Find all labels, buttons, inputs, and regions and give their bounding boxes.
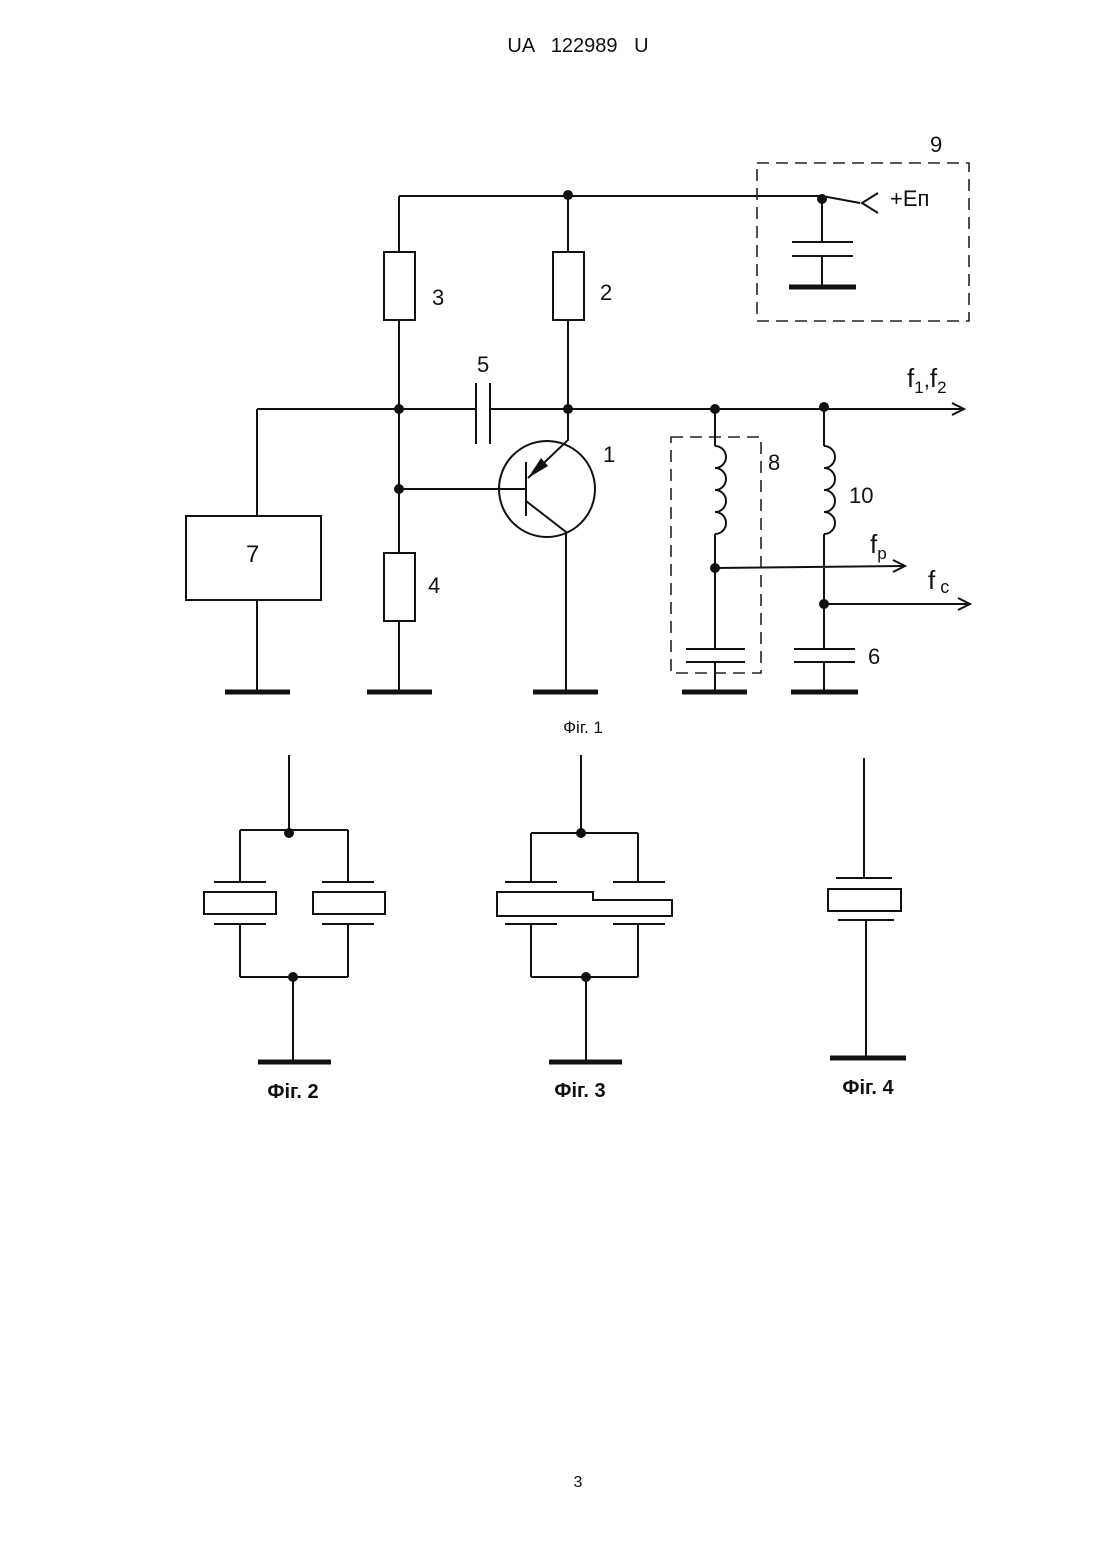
fig3-diagram: Фіг. 3 [497,755,672,1102]
label-3: 3 [432,285,444,310]
capacitor-5 [476,383,490,444]
resistor-3 [384,252,415,320]
label-8: 8 [768,450,780,475]
resonator-electrodes-left [214,882,266,924]
fp-output-line [715,566,903,568]
output-f2-subscript: 2 [937,378,946,397]
fig3-wires [531,755,638,1062]
filter-capacitor-icon [686,649,745,662]
label-10: 10 [849,483,873,508]
label-1: 1 [603,442,615,467]
label-7: 7 [246,541,259,568]
supply-rail [399,196,860,203]
output-f1-subscript: 1 [914,378,923,397]
fig4-wires [864,758,866,1056]
fig1-circuit: 3 2 5 1 7 4 8 10 6 9 +Eп f1,f2 fp fc Фіг… [186,132,970,737]
fig2-caption: Фіг. 2 [267,1081,318,1103]
inductor-10-icon [824,446,835,534]
resonator-crystal-left [204,892,276,914]
transistor-collector [526,501,566,692]
inductor-8-icon [715,446,726,534]
label-supply: +Eп [890,186,929,211]
supply-capacitor-icon [792,242,853,256]
page-number: 3 [574,1474,583,1491]
resistor-2 [553,252,584,320]
junction-dot [288,972,298,982]
label-6: 6 [868,644,880,669]
junction-dot [581,972,591,982]
label-output-f1f2: f1,f2 [907,363,947,397]
resonator-electrodes-right [322,882,374,924]
fig1-caption: Фіг. 1 [563,718,603,737]
resonator-electrodes [836,878,894,920]
label-9: 9 [930,132,942,157]
junction-dot [576,828,586,838]
label-2: 2 [600,280,612,305]
fc-symbol: f [928,565,936,595]
fig2-wires [240,755,348,1062]
document-number: UA 122989 U [507,35,648,57]
fig4-caption: Фіг. 4 [842,1077,894,1099]
label-5: 5 [477,352,489,377]
resonator-crystal-right [313,892,385,914]
fc-subscript: c [940,577,949,597]
fig3-caption: Фіг. 3 [554,1080,605,1102]
resistor-4 [384,553,415,621]
stepped-crystal [497,892,672,916]
label-fc: fc [928,565,949,597]
label-fp: fp [870,529,887,563]
capacitor-6 [794,649,855,662]
supply-terminal-icon [862,193,878,213]
supply-block-9 [757,163,969,321]
resonator-crystal [828,889,901,911]
fig4-diagram: Фіг. 4 [828,758,906,1099]
fig2-diagram: Фіг. 2 [204,755,385,1103]
junction-dot [284,828,294,838]
fp-subscript: p [877,544,886,563]
label-4: 4 [428,573,440,598]
